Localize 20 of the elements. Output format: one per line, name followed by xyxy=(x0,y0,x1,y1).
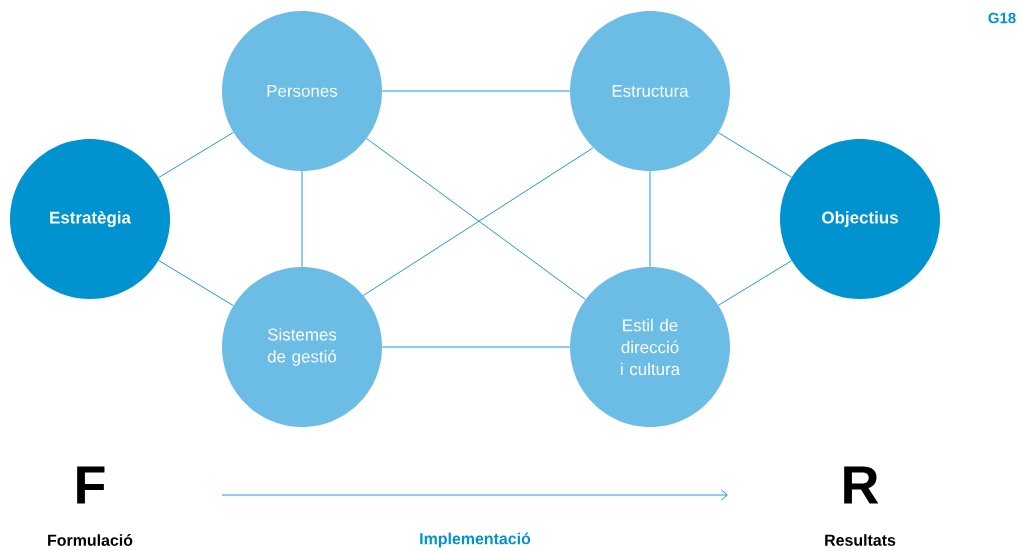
connector-line xyxy=(158,260,234,306)
circle-node: Sistemes de gestió xyxy=(222,267,382,427)
stage-label: Formulació xyxy=(48,534,133,546)
circle-node: Estructura xyxy=(570,11,730,171)
connector-line xyxy=(158,132,234,178)
stage-label: Resultats xyxy=(825,534,896,546)
circle-node: Estratègia xyxy=(10,139,170,299)
connector-line xyxy=(649,170,651,268)
circle-node: Objectius xyxy=(780,139,940,299)
connector-line xyxy=(381,90,571,92)
connector-line xyxy=(718,132,792,178)
figure-number: G18 xyxy=(988,12,1016,24)
letter: F xyxy=(77,466,105,504)
connector-line xyxy=(718,260,792,306)
stage-label: Implementació xyxy=(420,532,531,548)
circle-node: Persones xyxy=(222,11,382,171)
circle-node: Estil de direcció i cultura xyxy=(570,267,730,427)
connector-line xyxy=(381,346,571,348)
letter: R xyxy=(844,466,879,504)
connector-line xyxy=(301,170,303,268)
